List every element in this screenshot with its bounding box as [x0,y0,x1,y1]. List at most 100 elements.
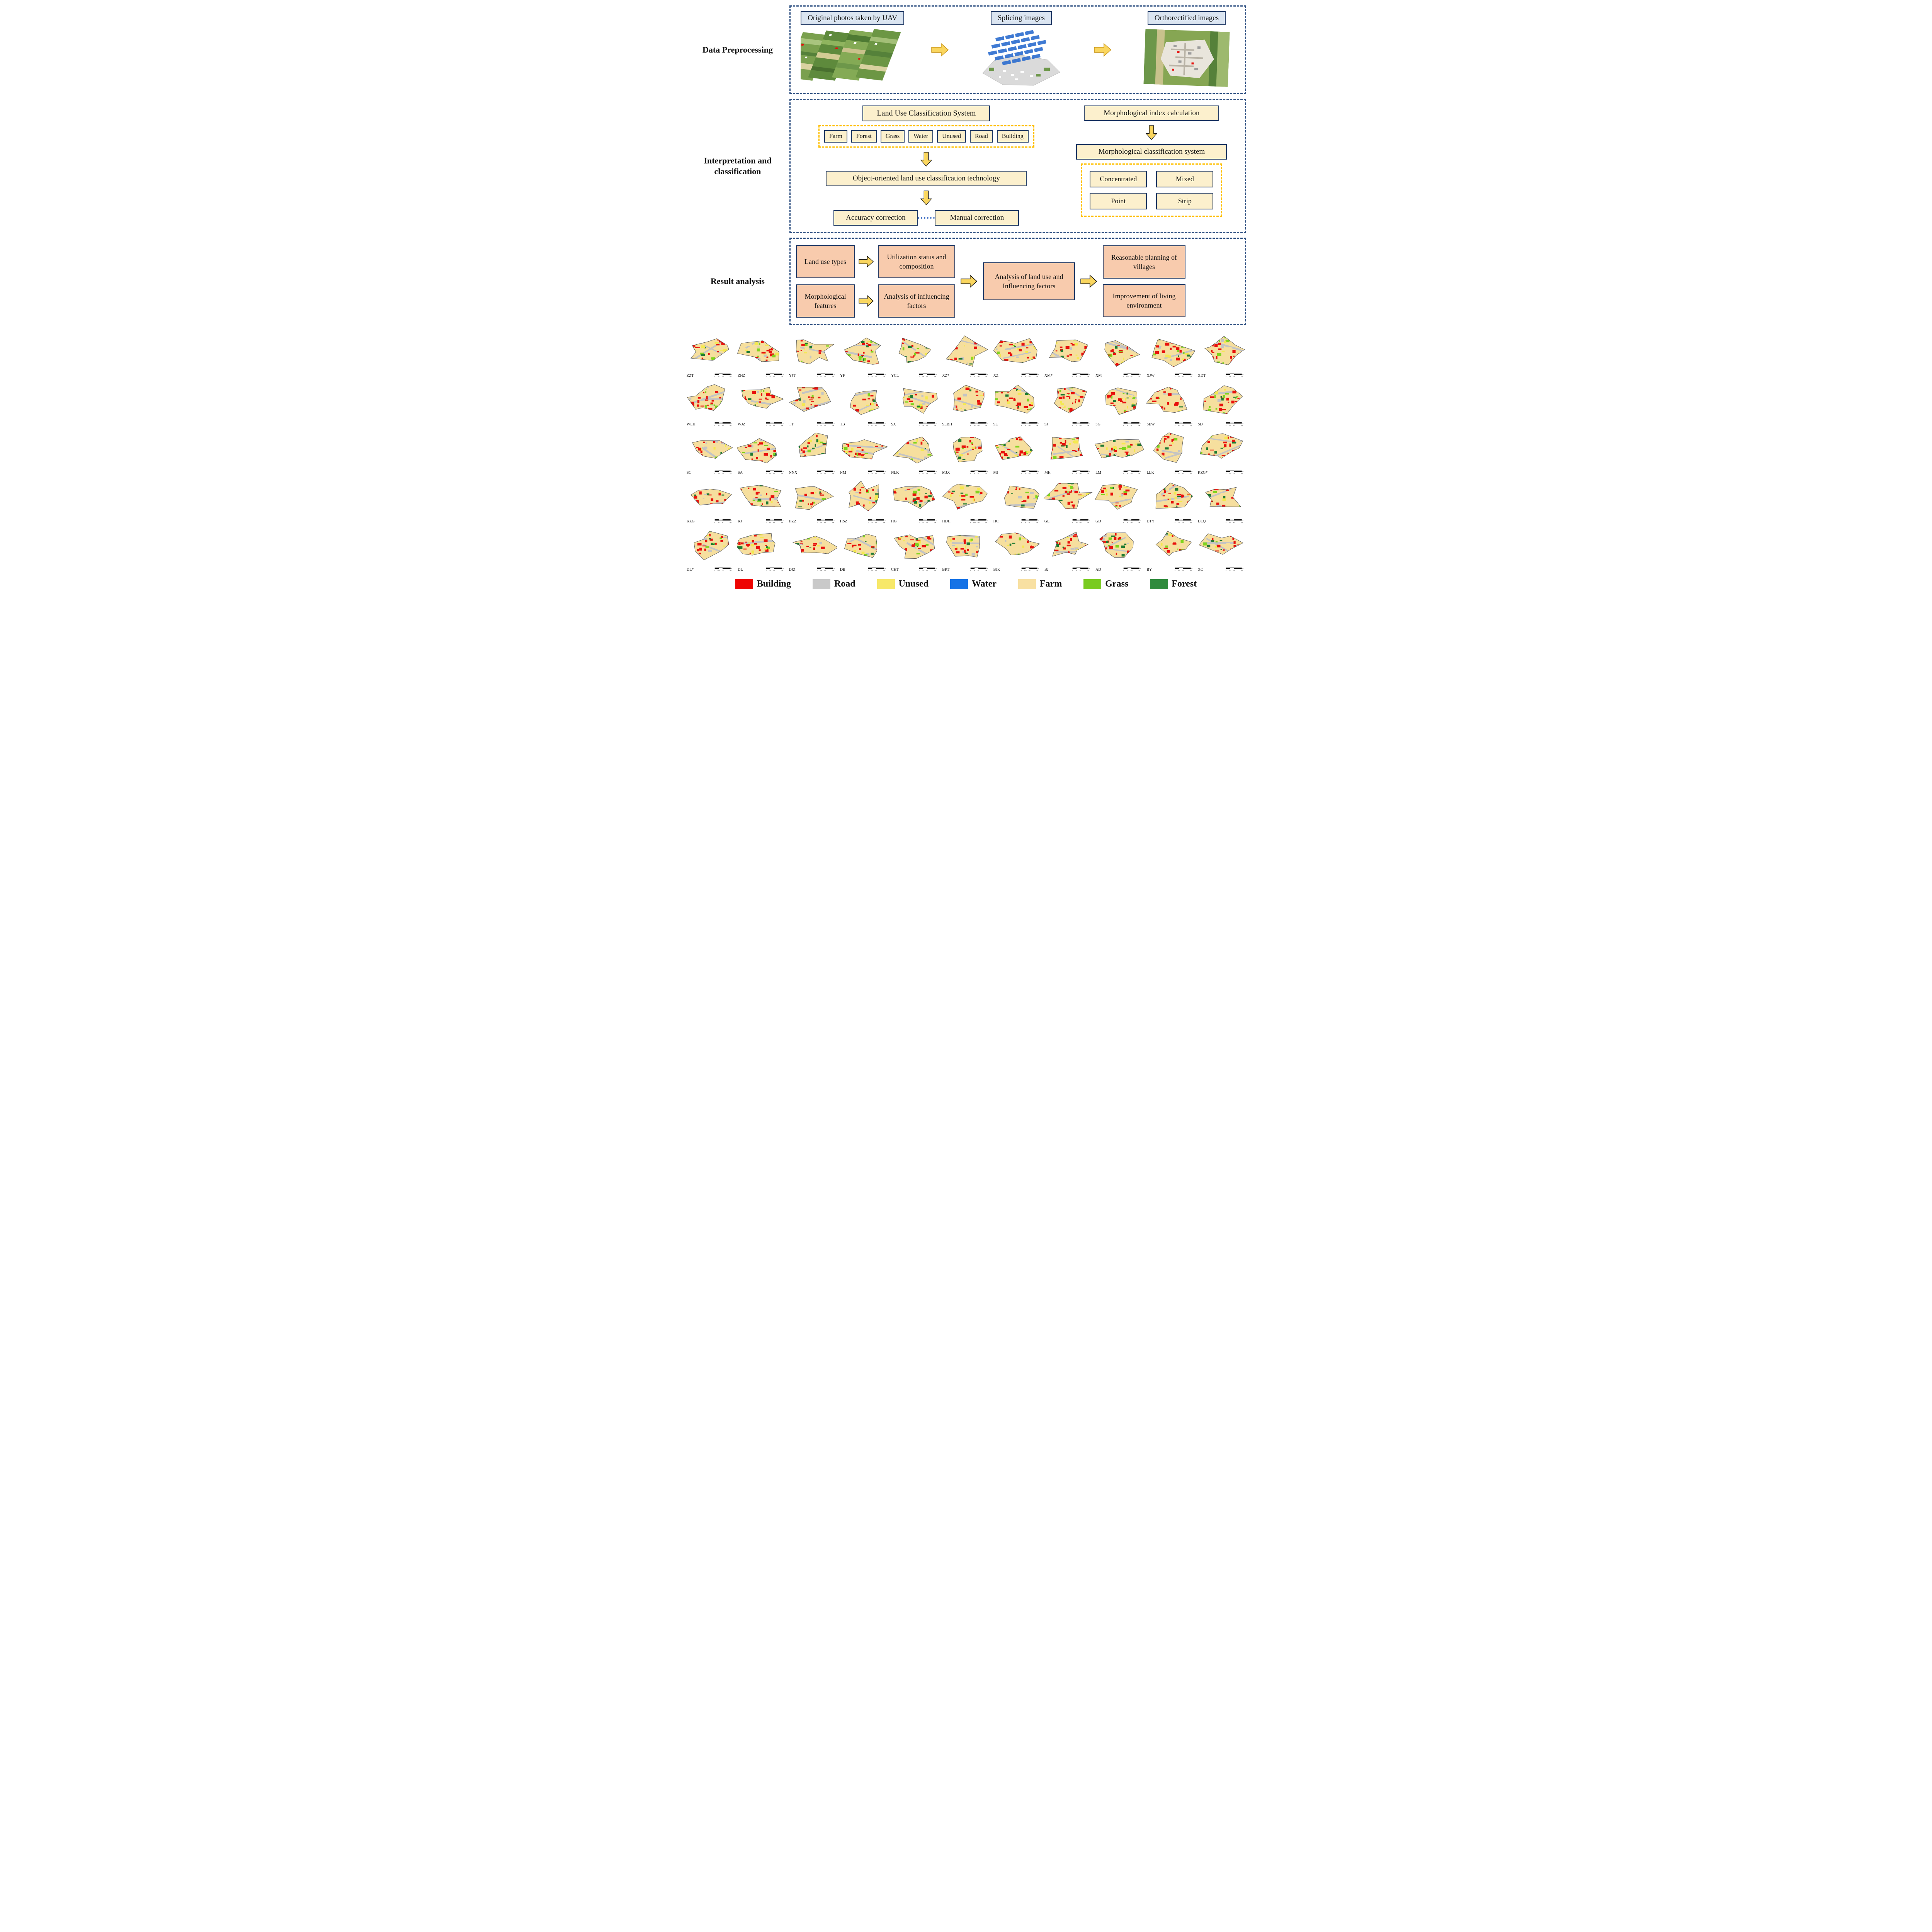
svg-text:90: 90 [876,473,877,474]
svg-text:180: 180 [985,570,987,571]
morph-type-concentrated: Concentrated [1090,171,1147,187]
svg-text:125: 125 [722,570,724,571]
village-label: BJK [993,568,1000,572]
svg-text:0: 0 [817,376,818,378]
svg-text:m: m [1038,471,1039,472]
svg-text:30: 30 [1076,570,1077,571]
svg-text:210: 210 [722,473,724,474]
svg-text:0: 0 [1072,570,1073,571]
village-label: HC [993,519,999,524]
svg-text:m: m [1089,519,1090,521]
svg-text:m: m [936,374,937,376]
svg-text:m: m [833,422,835,424]
svg-text:75: 75 [1178,522,1180,523]
svg-text:0: 0 [1072,376,1073,378]
village-label: DTY [1146,519,1155,524]
svg-text:60: 60 [1182,376,1184,378]
svg-text:30: 30 [1025,522,1026,523]
village-label: SL [993,422,998,427]
svg-text:75: 75 [718,376,720,378]
svg-text:30: 30 [769,570,771,571]
figure: Data Preprocessing Original photos taken… [682,0,1250,599]
village-label: SX [891,422,896,427]
svg-text:210: 210 [926,376,928,378]
svg-text:0: 0 [1021,473,1022,474]
svg-text:45: 45 [974,570,975,571]
land-use-column: Land Use Classification System Farm Fore… [799,105,1054,226]
svg-text:360: 360 [1190,570,1192,571]
svg-text:210: 210 [1233,376,1235,378]
svg-text:30: 30 [871,376,873,378]
result-right-group: Reasonable planning of villages Improvem… [1103,245,1185,317]
svg-text:360: 360 [1139,522,1141,523]
svg-text:75: 75 [871,522,873,523]
svg-text:90: 90 [1080,376,1082,378]
svg-text:150: 150 [1131,473,1133,474]
stage-orthorectified: Orthorectified images [1138,11,1235,88]
svg-text:60: 60 [773,570,775,571]
village-label: WLH [687,422,696,427]
svg-text:0: 0 [765,473,766,474]
svg-text:45: 45 [820,425,822,426]
splicing-title: Splicing images [991,11,1052,25]
land-use-types-box: Land use types [796,245,855,278]
svg-text:0: 0 [714,376,715,378]
svg-text:m: m [833,519,835,521]
svg-text:120: 120 [883,376,885,378]
svg-text:m: m [1191,471,1192,472]
svg-text:180: 180 [1139,425,1141,426]
svg-text:250: 250 [1139,376,1141,378]
svg-text:0: 0 [1123,376,1124,378]
svg-text:m: m [1243,422,1244,424]
svg-text:m: m [936,471,937,472]
svg-text:300: 300 [883,522,885,523]
svg-text:m: m [1038,519,1039,521]
svg-text:250: 250 [1036,570,1038,571]
svg-text:30: 30 [1229,425,1231,426]
svg-text:m: m [1191,374,1192,375]
svg-text:90: 90 [769,473,771,474]
dotted-connector [918,217,935,219]
result-row-1: Land use types Utilization status and co… [796,245,955,278]
svg-text:m: m [833,374,835,376]
svg-text:0: 0 [714,522,715,523]
svg-text:30: 30 [974,473,975,474]
svg-text:120: 120 [1241,425,1243,426]
morph-type-strip: Strip [1156,193,1214,209]
legend-swatch [735,579,753,589]
class-building: Building [997,130,1029,143]
svg-text:105: 105 [1127,570,1129,571]
village-label: DLQ [1197,519,1206,524]
legend-label: Unused [898,579,929,589]
svg-text:0: 0 [817,473,818,474]
svg-text:m: m [1243,471,1244,472]
svg-text:150: 150 [773,425,775,426]
